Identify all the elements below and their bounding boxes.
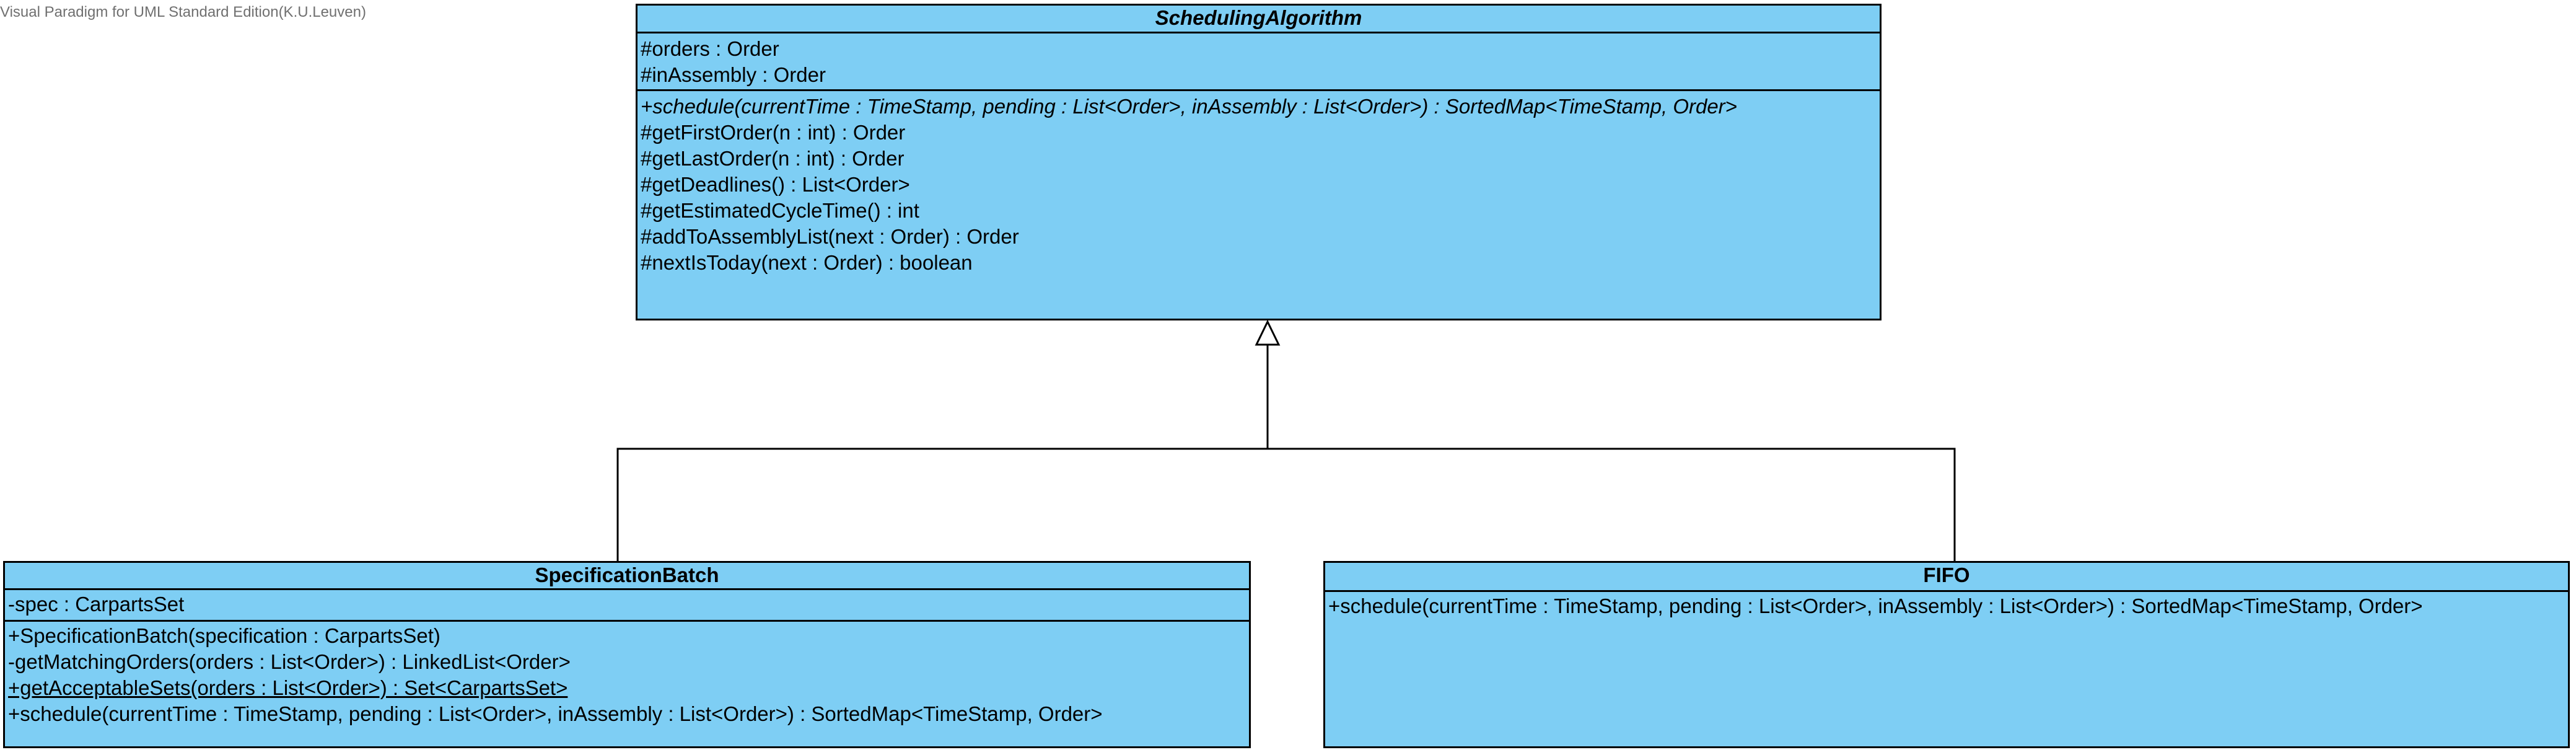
class-specification-batch[interactable]: SpecificationBatch -spec : CarpartsSet +… (3, 561, 1251, 748)
generalization-arrowhead-icon (1255, 319, 1281, 346)
operation-schedule: +schedule(currentTime : TimeStamp, pendi… (641, 95, 1737, 118)
class-fifo[interactable]: FIFO +schedule(currentTime : TimeStamp, … (1323, 561, 2570, 748)
attribute-orders: #orders : Order (641, 37, 779, 60)
operation-specification-batch-constructor: +SpecificationBatch(specification : Carp… (8, 624, 440, 647)
class-name: SpecificationBatch (5, 563, 1249, 590)
attributes-compartment: -spec : CarpartsSet (5, 590, 1249, 622)
attributes-compartment: #orders : Order #inAssembly : Order (637, 33, 1880, 91)
operations-compartment: +schedule(currentTime : TimeStamp, pendi… (637, 91, 1880, 276)
operation-get-estimated-cycle-time: #getEstimatedCycleTime() : int (641, 199, 919, 222)
operation-get-matching-orders: -getMatchingOrders(orders : List<Order>)… (8, 650, 571, 673)
operation-schedule: +schedule(currentTime : TimeStamp, pendi… (1328, 594, 2423, 617)
inheritance-line-fifo (1268, 448, 1956, 561)
attribute-spec: -spec : CarpartsSet (8, 593, 185, 616)
operations-compartment: +SpecificationBatch(specification : Carp… (5, 622, 1249, 727)
operation-next-is-today: #nextIsToday(next : Order) : boolean (641, 251, 973, 274)
operation-get-acceptable-sets: +getAcceptableSets(orders : List<Order>)… (8, 676, 568, 699)
operation-get-first-order: #getFirstOrder(n : int) : Order (641, 121, 906, 144)
class-name: SchedulingAlgorithm (637, 6, 1880, 33)
operation-get-deadlines: #getDeadlines() : List<Order> (641, 173, 910, 196)
operation-add-to-assembly-list: #addToAssemblyList(next : Order) : Order (641, 225, 1019, 248)
watermark-text: Visual Paradigm for UML Standard Edition… (0, 4, 366, 20)
operation-schedule: +schedule(currentTime : TimeStamp, pendi… (8, 702, 1103, 725)
inheritance-line-specification-batch (616, 345, 1269, 561)
operation-get-last-order: #getLastOrder(n : int) : Order (641, 147, 905, 170)
attribute-in-assembly: #inAssembly : Order (641, 63, 826, 86)
class-name: FIFO (1923, 563, 1970, 586)
class-scheduling-algorithm[interactable]: SchedulingAlgorithm #orders : Order #inA… (636, 4, 1882, 320)
operations-compartment: +schedule(currentTime : TimeStamp, pendi… (1325, 590, 2568, 619)
